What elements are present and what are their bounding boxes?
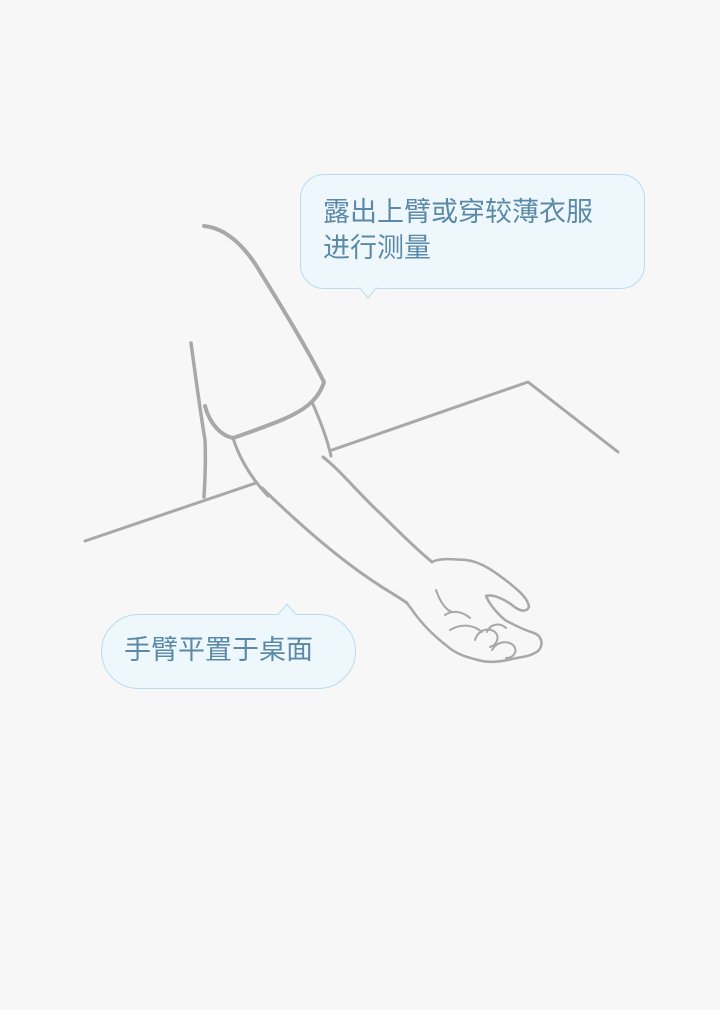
finger-curl-1: [474, 628, 499, 648]
palm-crease-2: [449, 624, 483, 633]
table-edge-back: [330, 380, 620, 454]
callout-arm-on-table-tail: [278, 603, 296, 615]
table-edge-front: [83, 481, 258, 543]
callout-upper-arm: 露出上臂或穿较薄衣服 进行测量: [300, 174, 645, 289]
callout-arm-on-table-text: 手臂平置于桌面: [124, 635, 313, 666]
finger-curl-2: [491, 641, 517, 659]
callout-arm-on-table: 手臂平置于桌面: [101, 614, 356, 689]
upper-arm-top-line: [310, 400, 333, 458]
callout-upper-arm-tail: [359, 287, 377, 299]
finger-curl-3: [486, 623, 507, 633]
body-side-line: [189, 341, 208, 499]
forearm-bottom-line: [260, 486, 409, 605]
hand-outline: [405, 557, 543, 664]
forearm-top-line: [321, 455, 434, 564]
palm-crease-1: [444, 610, 471, 619]
callout-upper-arm-line-1: 露出上臂或穿较薄衣服: [323, 197, 593, 228]
thumb-line: [435, 589, 453, 613]
callout-upper-arm-line-2: 进行测量: [323, 233, 431, 264]
